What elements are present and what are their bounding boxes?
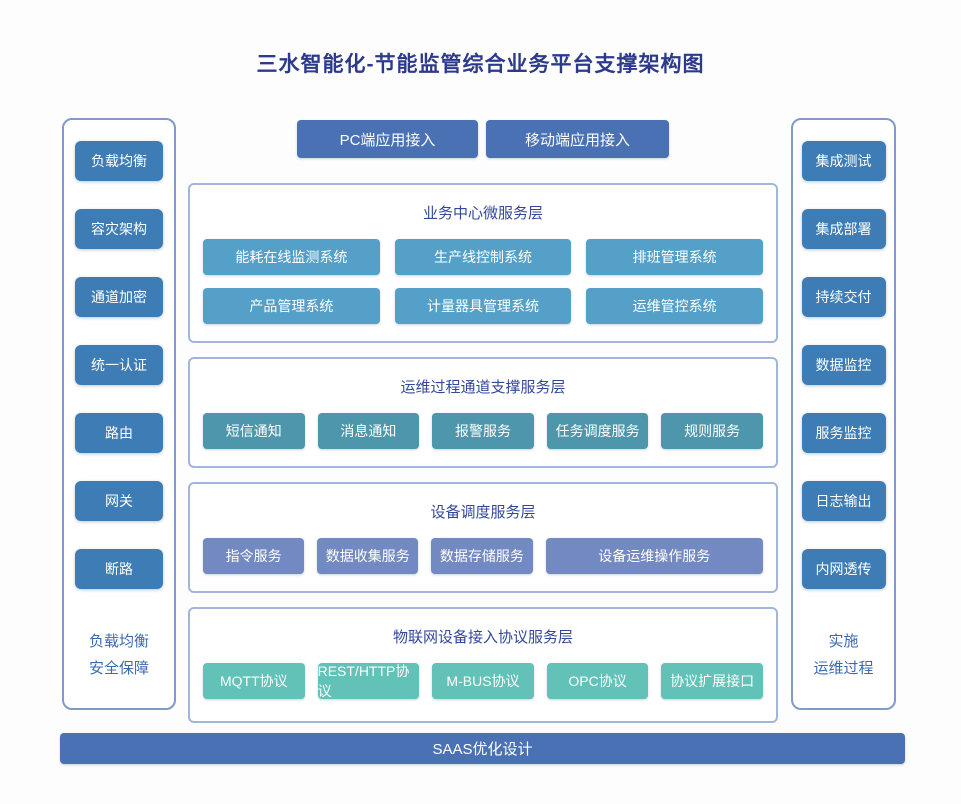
service-box: 数据存储服务 (431, 538, 533, 574)
layer-row: 指令服务数据收集服务数据存储服务设备运维操作服务 (203, 538, 764, 574)
saas-optimization-bar: SAAS优化设计 (60, 733, 905, 764)
left-sidebar-footer: 负载均衡安全保障 (89, 628, 149, 708)
right-sidebar-items: 集成测试集成部署持续交付数据监控服务监控日志输出内网透传 (801, 141, 886, 589)
service-box: 指令服务 (203, 538, 305, 574)
service-box: OPC协议 (546, 663, 649, 699)
service-box: 能耗在线监测系统 (203, 239, 380, 275)
layer-title: 物联网设备接入协议服务层 (392, 629, 573, 646)
layer-ops-process-channel-support-layer: 运维过程通道支撑服务层短信通知消息通知报警服务任务调度服务规则服务 (188, 357, 778, 468)
access-buttons-row: PC端应用接入移动端应用接入 (188, 120, 778, 158)
service-box: MQTT协议 (203, 663, 305, 699)
service-box: 生产线控制系统 (394, 239, 572, 275)
service-box: 产品管理系统 (203, 288, 380, 324)
service-box: 计量器具管理系统 (394, 288, 572, 324)
layer-row: MQTT协议 REST/HTTP协议 M-BUS协议 OPC协议协议扩展接口 (203, 663, 763, 699)
layer-row: 短信通知消息通知报警服务任务调度服务规则服务 (203, 413, 763, 449)
service-box: 排班管理系统 (586, 239, 764, 275)
page-title: 三水智能化-节能监管综合业务平台支撑架构图 (256, 53, 705, 76)
service-box: 任务调度服务 (546, 413, 649, 449)
sidebar-item: 容灾架构 (75, 209, 163, 249)
right-sidebar: 集成测试集成部署持续交付数据监控服务监控日志输出内网透传 实施运维过程 (791, 118, 896, 710)
service-box: 设备运维操作服务 (545, 538, 764, 574)
service-box: 规则服务 (661, 413, 763, 449)
sidebar-item: 统一认证 (75, 345, 163, 385)
layer-device-dispatch-service-layer: 设备调度服务层指令服务数据收集服务数据存储服务设备运维操作服务 (188, 482, 778, 593)
sidebar-item: 路由 (75, 413, 163, 453)
sidebar-footer-line: 负载均衡 (88, 633, 149, 650)
service-box: 报警服务 (432, 413, 534, 449)
sidebar-footer-line: 实施 (828, 633, 859, 650)
layer-rows: 指令服务数据收集服务数据存储服务设备运维操作服务 (203, 538, 764, 574)
layer-rows: 短信通知消息通知报警服务任务调度服务规则服务 (203, 413, 763, 449)
service-box: 运维管控系统 (586, 288, 764, 324)
sidebar-item: 服务监控 (801, 413, 886, 453)
layer-rows: 能耗在线监测系统生产线控制系统排班管理系统产品管理系统计量器具管理系统运维管控系… (203, 239, 764, 324)
layer-business-center-microservice-layer: 业务中心微服务层能耗在线监测系统生产线控制系统排班管理系统产品管理系统计量器具管… (188, 183, 778, 343)
access-button-pc: PC端应用接入 (297, 120, 478, 158)
service-box: 协议扩展接口 (661, 663, 763, 699)
sidebar-item: 断路 (75, 549, 163, 589)
layer-row: 产品管理系统计量器具管理系统运维管控系统 (203, 288, 764, 324)
sidebar-item: 负载均衡 (75, 141, 163, 181)
service-box: M-BUS协议 (432, 663, 534, 699)
layer-title: 业务中心微服务层 (422, 205, 543, 222)
layer-title: 设备调度服务层 (430, 504, 536, 521)
sidebar-item: 集成测试 (801, 141, 886, 181)
sidebar-item: 日志输出 (801, 481, 886, 521)
access-button-mobile: 移动端应用接入 (486, 120, 669, 158)
layer-rows: MQTT协议 REST/HTTP协议 M-BUS协议 OPC协议协议扩展接口 (203, 663, 763, 699)
service-box: 短信通知 (203, 413, 305, 449)
sidebar-item: 内网透传 (801, 549, 886, 589)
right-sidebar-footer: 实施运维过程 (813, 628, 873, 708)
sidebar-footer-line: 安全保障 (88, 660, 149, 677)
layer-title: 运维过程通道支撑服务层 (400, 379, 566, 396)
sidebar-item: 通道加密 (75, 277, 163, 317)
left-sidebar-items: 负载均衡容灾架构通道加密统一认证路由网关断路 (75, 141, 163, 589)
sidebar-item: 数据监控 (801, 345, 886, 385)
service-box: 数据收集服务 (317, 538, 419, 574)
sidebar-item: 网关 (75, 481, 163, 521)
left-sidebar: 负载均衡容灾架构通道加密统一认证路由网关断路 负载均衡安全保障 (62, 118, 176, 710)
layer-iot-device-access-protocol-layer: 物联网设备接入协议服务层 MQTT协议 REST/HTTP协议 M-BUS协议 OPC协… (188, 607, 778, 723)
layer-row: 能耗在线监测系统生产线控制系统排班管理系统 (203, 239, 764, 275)
sidebar-item: 持续交付 (801, 277, 886, 317)
service-box: REST/HTTP协议 (317, 663, 420, 699)
sidebar-footer-line: 运维过程 (813, 660, 874, 677)
service-box: 消息通知 (317, 413, 420, 449)
sidebar-item: 集成部署 (801, 209, 886, 249)
service-layers: 业务中心微服务层能耗在线监测系统生产线控制系统排班管理系统产品管理系统计量器具管… (188, 183, 778, 723)
